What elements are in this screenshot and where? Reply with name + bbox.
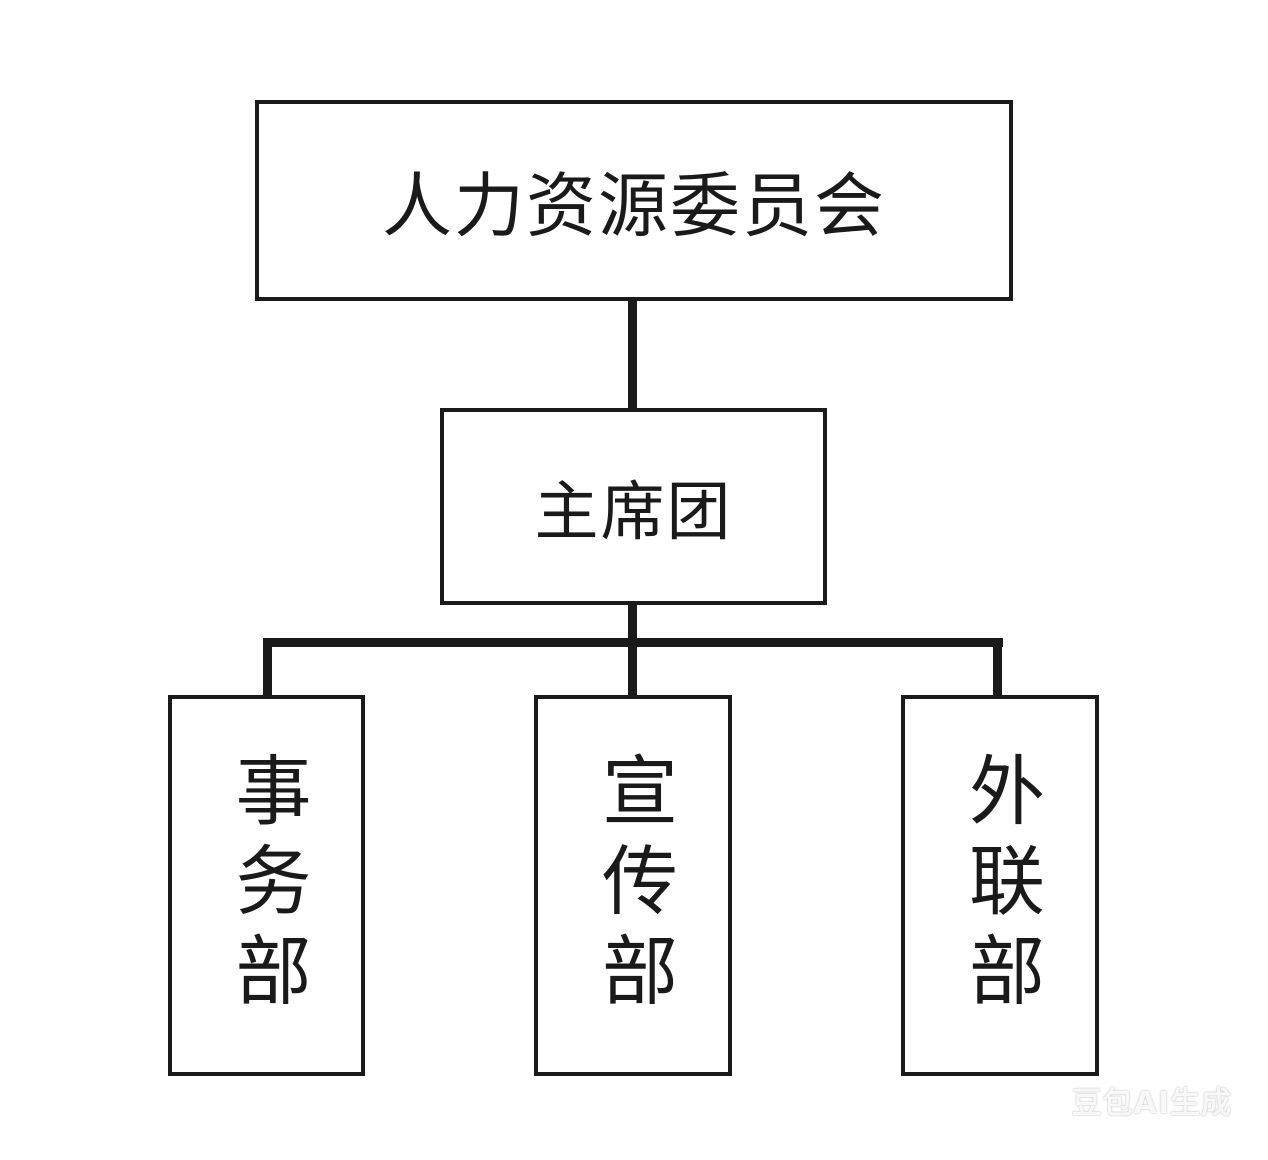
middle-node-label: 主席团 [534, 475, 733, 550]
connector-bus-to-department-1 [263, 638, 272, 697]
connector-root-to-middle [628, 300, 637, 410]
middle-node-box: 主席团 [440, 408, 827, 605]
department-node-box: 外联部 [901, 695, 1099, 1076]
connector-bus-to-department-2 [628, 638, 637, 697]
department-node-label: 事务部 [222, 750, 312, 1021]
department-node-label: 外联部 [956, 750, 1045, 1021]
ai-generated-watermark: 豆包AI生成 [1071, 1086, 1232, 1121]
department-node-box: 事务部 [168, 695, 365, 1076]
connector-middle-to-bus [628, 604, 637, 644]
root-node-box: 人力资源委员会 [255, 100, 1013, 301]
connector-bus-to-department-3 [993, 638, 1002, 697]
department-node-label: 宣传部 [589, 750, 678, 1021]
department-node-box: 宣传部 [534, 695, 732, 1076]
root-node-label: 人力资源委员会 [382, 165, 886, 247]
